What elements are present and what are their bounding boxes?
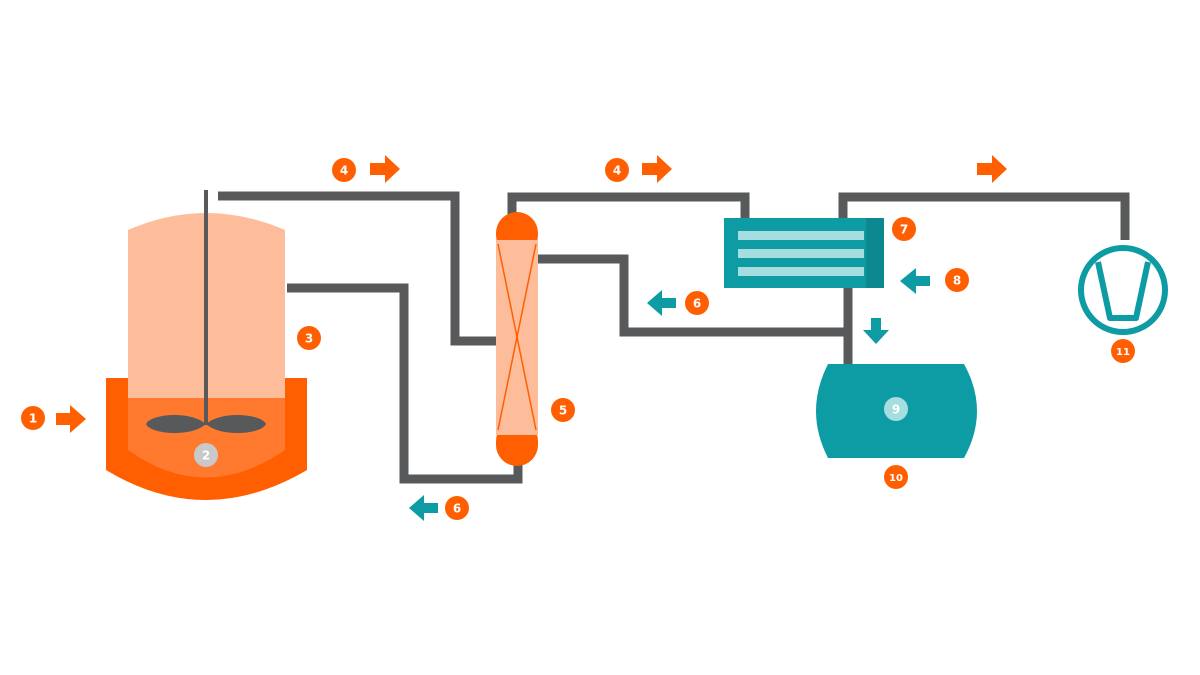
exchanger-tube-1: [738, 231, 864, 240]
pipe-to-compressor: [838, 192, 1130, 240]
badge-4a: 4: [332, 158, 356, 182]
svg-text:8: 8: [953, 274, 961, 288]
svg-text:4: 4: [340, 164, 348, 178]
badge-5: 5: [551, 398, 575, 422]
svg-text:9: 9: [892, 403, 900, 417]
exchanger-tube-3: [738, 267, 864, 276]
arrow-right-icon: [977, 155, 1007, 183]
arrow-left-icon: [900, 268, 930, 294]
svg-text:4: 4: [613, 164, 621, 178]
agitator-blade-left: [146, 414, 206, 434]
badge-4b: 4: [605, 158, 629, 182]
svg-text:7: 7: [900, 223, 908, 237]
arrow-right-icon: [56, 405, 86, 433]
svg-text:3: 3: [305, 332, 313, 346]
pipes: [218, 191, 1130, 484]
flow-arrows: [56, 155, 1007, 521]
badge-6b: 6: [445, 496, 469, 520]
svg-text:5: 5: [559, 404, 567, 418]
exchanger-endcap: [866, 218, 884, 288]
reactor-vessel: [106, 190, 307, 500]
svg-text:10: 10: [889, 473, 903, 484]
arrow-right-icon: [642, 155, 672, 183]
svg-text:6: 6: [453, 502, 461, 516]
badge-7: 7: [892, 217, 916, 241]
arrow-left-icon: [409, 495, 438, 521]
badge-3: 3: [297, 326, 321, 350]
pipe-to-exchanger: [507, 192, 750, 218]
arrow-left-icon: [647, 290, 676, 316]
svg-text:2: 2: [202, 449, 210, 463]
badge-8: 8: [945, 268, 969, 292]
pipe-reactor-return: [287, 283, 523, 484]
svg-text:1: 1: [29, 412, 37, 426]
exchanger-tube-2: [738, 249, 864, 258]
arrow-down-icon: [863, 318, 889, 344]
badge-1: 1: [21, 406, 45, 430]
compressor-icon: [1078, 245, 1168, 335]
svg-text:11: 11: [1116, 347, 1130, 358]
pipe-reactor-vapor: [218, 191, 496, 346]
condenser-column: [496, 212, 538, 466]
arrow-right-icon: [370, 155, 400, 183]
agitator-blade-right: [206, 414, 266, 434]
badge-9: 9: [884, 397, 908, 421]
column-packing-cross-2: [497, 243, 537, 431]
heat-exchanger: [724, 218, 884, 288]
badge-6a: 6: [685, 291, 709, 315]
badge-10: 10: [884, 465, 908, 489]
badge-11: 11: [1111, 339, 1135, 363]
pipe-condenser-side: [538, 254, 848, 337]
badge-2: 2: [194, 443, 218, 467]
svg-text:6: 6: [693, 297, 701, 311]
